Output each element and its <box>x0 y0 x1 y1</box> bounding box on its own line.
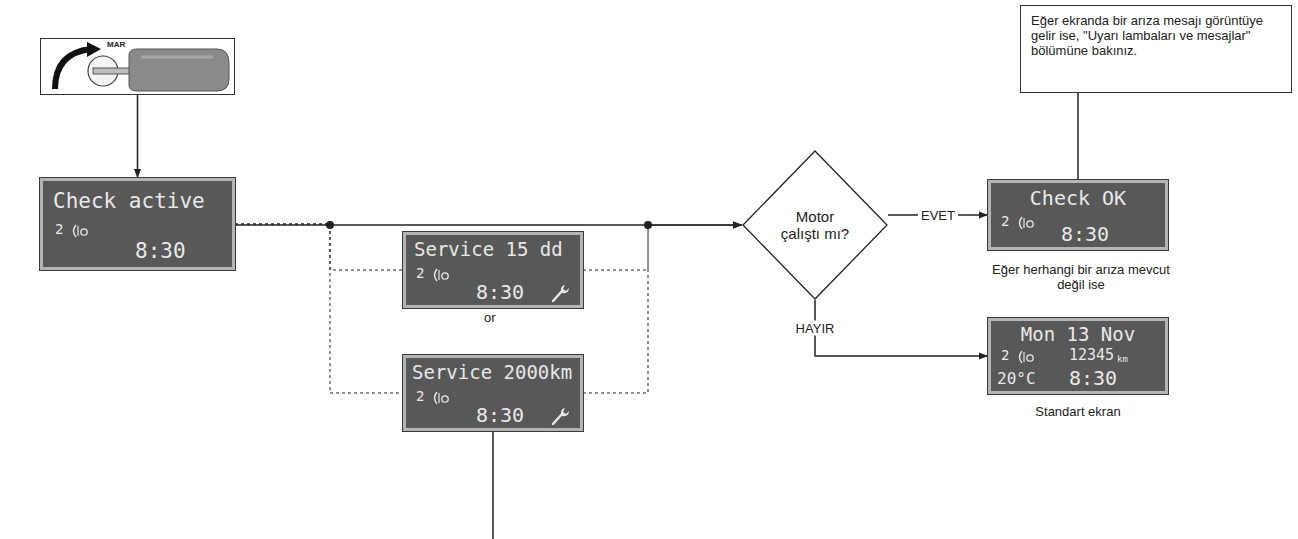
lcd-text: Check active <box>53 189 205 213</box>
lcd-text: 12345 <box>1069 347 1114 364</box>
dotted-connector <box>583 225 742 270</box>
display-caption: Eğer herhangi bir arıza mevcut değil ise <box>979 263 1183 293</box>
wrench-icon <box>550 283 570 303</box>
dotted-connector <box>235 224 403 270</box>
lcd-display-box: Mon 13 Nov212345km20°C8:30Standart ekran <box>988 318 1168 394</box>
free-label: or <box>484 311 496 326</box>
junction-dot <box>326 221 334 229</box>
key-position-label: MAR <box>107 40 125 49</box>
illustration-box: MAR <box>40 38 235 95</box>
lamp-icon <box>71 224 89 238</box>
lcd-text: 2 <box>55 221 63 237</box>
lcd-text: 2 <box>416 265 424 281</box>
lamp-icon <box>1017 216 1035 230</box>
lcd-text: 8:30 <box>476 404 524 427</box>
lcd-display-box: Service 15 dd 2 8:30 <box>403 232 583 308</box>
lcd-text: 8:30 <box>476 281 524 304</box>
lamp-icon <box>432 391 450 405</box>
decision-diamond: Motor çalıştı mı? <box>742 150 888 300</box>
decision-text: Motor çalıştı mı? <box>742 150 888 300</box>
lcd-display-box: Service 2000km 2 8:30 <box>403 355 583 431</box>
wrench-icon <box>550 406 570 426</box>
lcd-text: Service 2000km <box>412 362 572 384</box>
lcd-text: 2 <box>416 388 424 404</box>
lcd-text: Mon 13 Nov <box>991 324 1165 346</box>
lamp-icon <box>1017 350 1035 364</box>
edge-label: EVET <box>918 208 958 223</box>
flow-arrow <box>1077 93 1079 180</box>
edge-label: HAYIR <box>793 321 838 336</box>
dotted-connector <box>235 224 403 393</box>
lcd-text: 8:30 <box>1061 223 1109 246</box>
flow-arrow <box>815 300 988 356</box>
lcd-display-box: Check active 2 8:30 <box>40 178 235 270</box>
junction-dot <box>644 221 652 229</box>
note-text: Eğer ekranda bir arıza mesajı görüntüye … <box>1031 14 1283 59</box>
flow-arrow <box>137 95 139 178</box>
lcd-text: km <box>1117 354 1128 364</box>
lcd-text: 2 <box>1001 347 1009 363</box>
note-box: Eğer ekranda bir arıza mesajı görüntüye … <box>1020 5 1292 93</box>
lcd-text: Service 15 dd <box>414 239 563 261</box>
lcd-text: 8:30 <box>135 239 186 263</box>
ignition-key-illustration <box>41 39 234 94</box>
display-caption: Standart ekran <box>991 405 1165 420</box>
lcd-display-box: Check OK28:30Eğer herhangi bir arıza mev… <box>988 180 1168 250</box>
lcd-text: Check OK <box>991 187 1165 210</box>
lcd-text: 2 <box>1001 213 1009 229</box>
dotted-connector <box>583 225 742 393</box>
lamp-icon <box>432 268 450 282</box>
continuation-line <box>492 432 494 539</box>
lcd-text: 8:30 <box>1069 367 1117 390</box>
lcd-text: 20°C <box>997 370 1036 388</box>
